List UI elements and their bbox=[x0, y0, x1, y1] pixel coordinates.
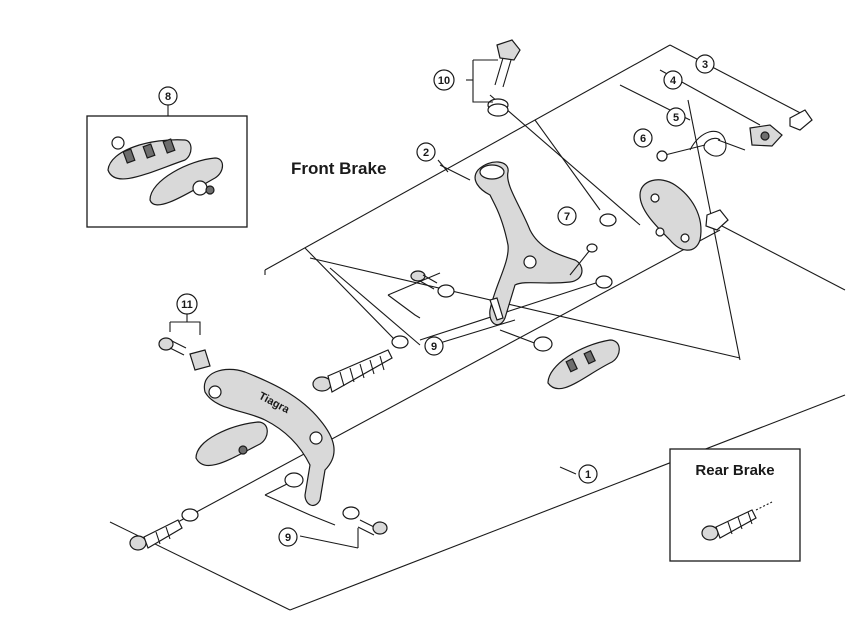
callout-11-label: 11 bbox=[181, 299, 193, 311]
cable-adjuster-part bbox=[158, 321, 211, 371]
cable-fixing-bolt bbox=[569, 243, 598, 276]
front-brake-shoe-lower bbox=[195, 421, 268, 467]
callout-9-upper: 9 bbox=[424, 336, 444, 356]
callout-5-label: 5 bbox=[673, 112, 679, 124]
callout-11: 11 bbox=[176, 293, 198, 315]
return-spring bbox=[664, 130, 746, 157]
callout-6-label: 6 bbox=[640, 133, 646, 145]
rear-brake-inset: Rear Brake bbox=[669, 448, 801, 562]
center-mounting-bolt bbox=[312, 349, 393, 393]
front-brake-shoe-upper bbox=[547, 339, 620, 390]
thread-lines bbox=[339, 355, 385, 387]
callout-2-label: 2 bbox=[423, 147, 429, 159]
callout-8-label: 8 bbox=[165, 91, 171, 103]
front-brake-caliper bbox=[474, 161, 583, 326]
small-hardware-top bbox=[656, 109, 813, 231]
callout-5: 5 bbox=[666, 107, 686, 127]
adjuster-bolt-top bbox=[487, 39, 521, 117]
callout-10: 10 bbox=[433, 69, 455, 91]
callout-9-upper-label: 9 bbox=[431, 341, 437, 353]
callout-7: 7 bbox=[557, 206, 577, 226]
lower-clamping-bolt bbox=[129, 519, 183, 551]
callout-2: 2 bbox=[416, 142, 436, 162]
front-brake-title: Front Brake bbox=[291, 159, 386, 178]
callout-10-label: 10 bbox=[438, 75, 450, 87]
brake-shoe-right bbox=[149, 157, 224, 206]
callout-6: 6 bbox=[633, 128, 653, 148]
callout-9-lower: 9 bbox=[278, 527, 298, 547]
callout-3-label: 3 bbox=[702, 59, 708, 71]
callout-7-label: 7 bbox=[564, 211, 570, 223]
callout-9-lower-label: 9 bbox=[285, 532, 291, 544]
rear-brake-bolt bbox=[701, 501, 773, 541]
brake-shoe-left bbox=[107, 136, 192, 180]
lower-caliper-arm: Tiagra bbox=[203, 368, 335, 507]
callout-9-lower-bracket bbox=[264, 479, 359, 549]
brake-shoe-inset bbox=[86, 115, 248, 228]
callout-9-upper-bracket bbox=[387, 272, 546, 348]
callout-1-label: 1 bbox=[585, 469, 591, 481]
callout-3: 3 bbox=[695, 54, 715, 74]
lower-small-bolt bbox=[357, 519, 388, 536]
callout-1: 1 bbox=[578, 464, 598, 484]
washers bbox=[181, 213, 617, 522]
callout-4: 4 bbox=[663, 70, 683, 90]
rear-brake-title: Rear Brake bbox=[695, 462, 774, 479]
callout-8: 8 bbox=[158, 86, 178, 106]
upper-small-bolt bbox=[410, 270, 438, 290]
callout-4-label: 4 bbox=[670, 75, 677, 87]
front-brake-secondary-arm bbox=[639, 179, 702, 251]
